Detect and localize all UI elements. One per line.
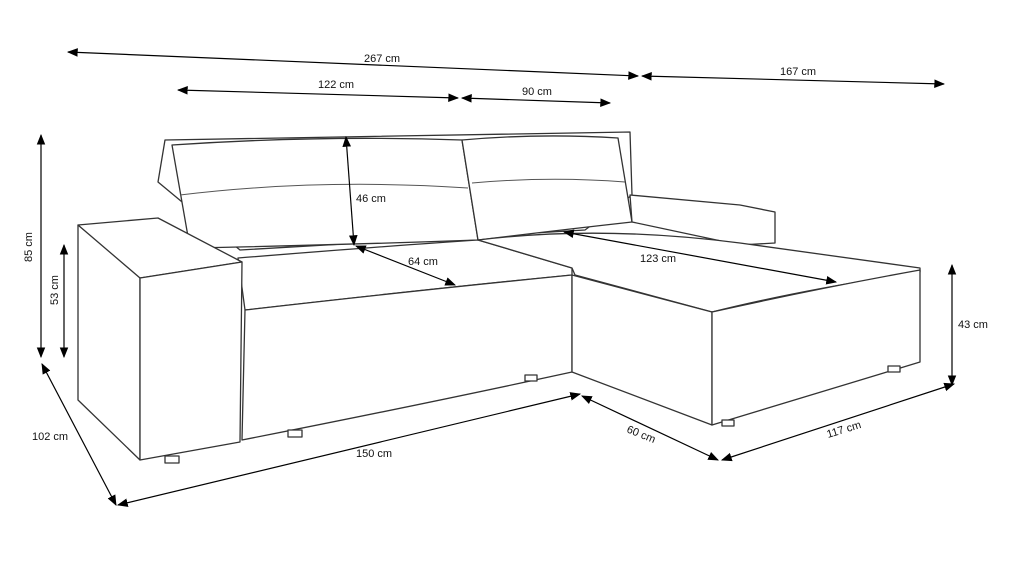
foot	[164, 455, 180, 464]
back-cushion-left-seam	[179, 183, 469, 196]
dim-label-167: 167 cm	[780, 66, 816, 78]
dim-label-53: 53 cm	[49, 275, 61, 305]
dim-line-46	[342, 135, 358, 247]
dim-line-122	[176, 85, 460, 103]
dim-label-60: 60 cm	[625, 424, 657, 446]
left-armrest-front	[139, 261, 243, 461]
dim-label-122: 122 cm	[318, 79, 354, 91]
dim-line-267	[66, 48, 640, 80]
dim-label-123: 123 cm	[640, 253, 676, 265]
dim-label-85: 85 cm	[23, 232, 35, 262]
back-cushion-right-seam	[471, 178, 626, 184]
dim-line-60	[581, 395, 719, 461]
foot	[887, 365, 901, 373]
dim-label-117: 117 cm	[825, 419, 862, 441]
dim-line-150	[116, 392, 582, 507]
dim-line-117	[720, 382, 956, 462]
dim-label-90: 90 cm	[522, 86, 552, 98]
foot	[721, 419, 735, 427]
dim-label-43: 43 cm	[958, 319, 988, 331]
dim-line-123	[562, 229, 838, 285]
foot	[524, 374, 538, 382]
dim-label-64: 64 cm	[408, 256, 438, 268]
dim-label-46: 46 cm	[356, 193, 386, 205]
back-cushion-left	[171, 137, 479, 249]
dim-label-102: 102 cm	[32, 431, 68, 443]
back-cushion-right	[461, 135, 633, 241]
dim-label-150: 150 cm	[356, 448, 392, 460]
dim-line-64	[354, 245, 457, 286]
foot	[287, 429, 303, 438]
dim-line-90	[460, 94, 612, 107]
dim-label-267: 267 cm	[364, 53, 400, 65]
dim-line-167	[640, 71, 946, 89]
dim-line-102	[41, 363, 117, 506]
